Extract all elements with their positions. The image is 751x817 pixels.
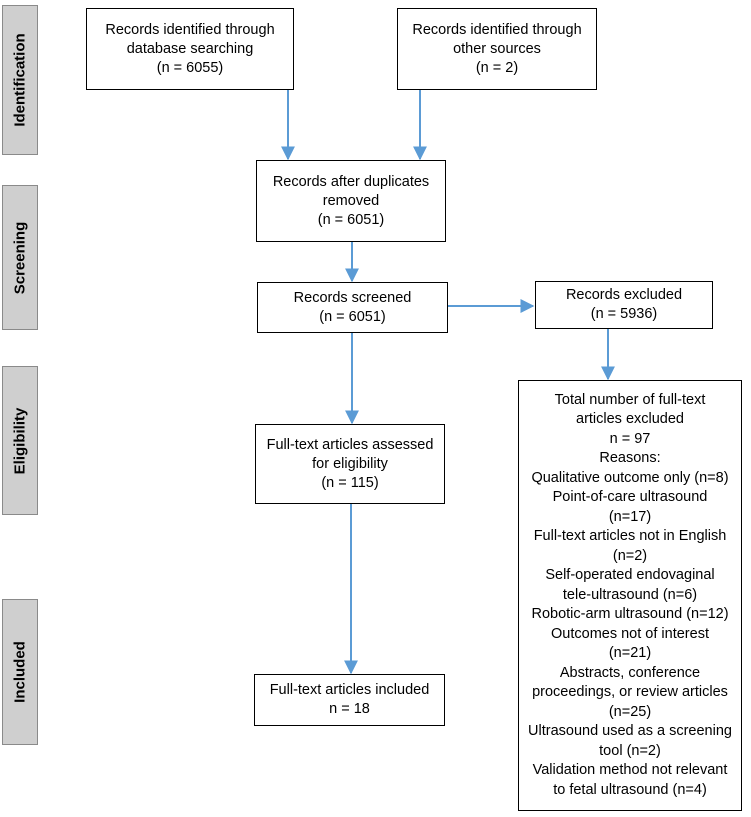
box-line: Records excluded [565,287,683,303]
box-line: Records identified through [105,21,275,38]
box-line: n = 18 [329,701,370,717]
box-line: to fetal ultrasound (n=4) [553,781,707,798]
box-line: Total number of full-text [554,391,706,408]
box-line: (n = 2) [475,59,519,76]
box-line: Ultrasound used as a screening [528,723,732,740]
box-line: (n=2) [612,547,648,564]
full-text-excluded-box: Total number of full-text articles exclu… [518,380,742,811]
box-line: tool (n=2) [599,742,661,759]
box-line: Full-text articles included [269,682,430,698]
box-line: (n = 6051) [319,308,386,325]
box-line: database searching [126,40,254,57]
full-text-included-box: Full-text articles included n = 18 [254,674,445,726]
box-line: (n = 6055) [156,59,224,76]
box-line: Reasons: [599,450,661,467]
box-line: (n = 115) [321,474,379,491]
phase-identification: Identification [2,5,38,155]
box-line: Qualitative outcome only (n=8) [531,469,729,486]
box-line: for eligibility [312,455,388,472]
box-line: articles excluded [576,411,684,428]
box-line: Abstracts, conference [559,664,701,681]
records-screened-box: Records screened (n = 6051) [257,282,448,333]
box-line: (n=21) [608,645,652,662]
box-line: removed [322,192,380,209]
box-line: Records screened [293,289,412,306]
box-line: (n=17) [608,508,652,525]
box-line: Self-operated endovaginal [545,567,715,584]
box-line: Robotic-arm ultrasound (n=12) [531,606,729,623]
box-line: Validation method not relevant [532,762,728,779]
phase-screening: Screening [2,185,38,330]
full-text-assessed-box: Full-text articles assessed for eligibil… [255,424,445,504]
phase-included: Included [2,599,38,745]
box-line: n = 97 [609,430,651,447]
records-database-box: Records identified through database sear… [86,8,294,90]
records-excluded-box: Records excluded (n = 5936) [535,281,713,329]
box-line: (n = 5936) [590,306,658,322]
box-line: Full-text articles not in English [533,528,727,545]
records-other-sources-box: Records identified through other sources… [397,8,597,90]
box-line: Full-text articles assessed [266,436,434,453]
phase-eligibility: Eligibility [2,366,38,515]
box-line: tele-ultrasound (n=6) [562,586,698,603]
box-line: other sources [453,40,541,57]
records-after-duplicates-box: Records after duplicates removed (n = 60… [256,160,446,242]
box-line: Point-of-care ultrasound [552,489,708,506]
box-line: Outcomes not of interest [551,625,709,642]
box-line: Records after duplicates [272,173,430,190]
box-line: Records identified through [412,21,582,38]
box-line: proceedings, or review articles [532,684,728,701]
box-line: (n=25) [608,703,652,720]
box-line: (n = 6051) [317,211,385,228]
